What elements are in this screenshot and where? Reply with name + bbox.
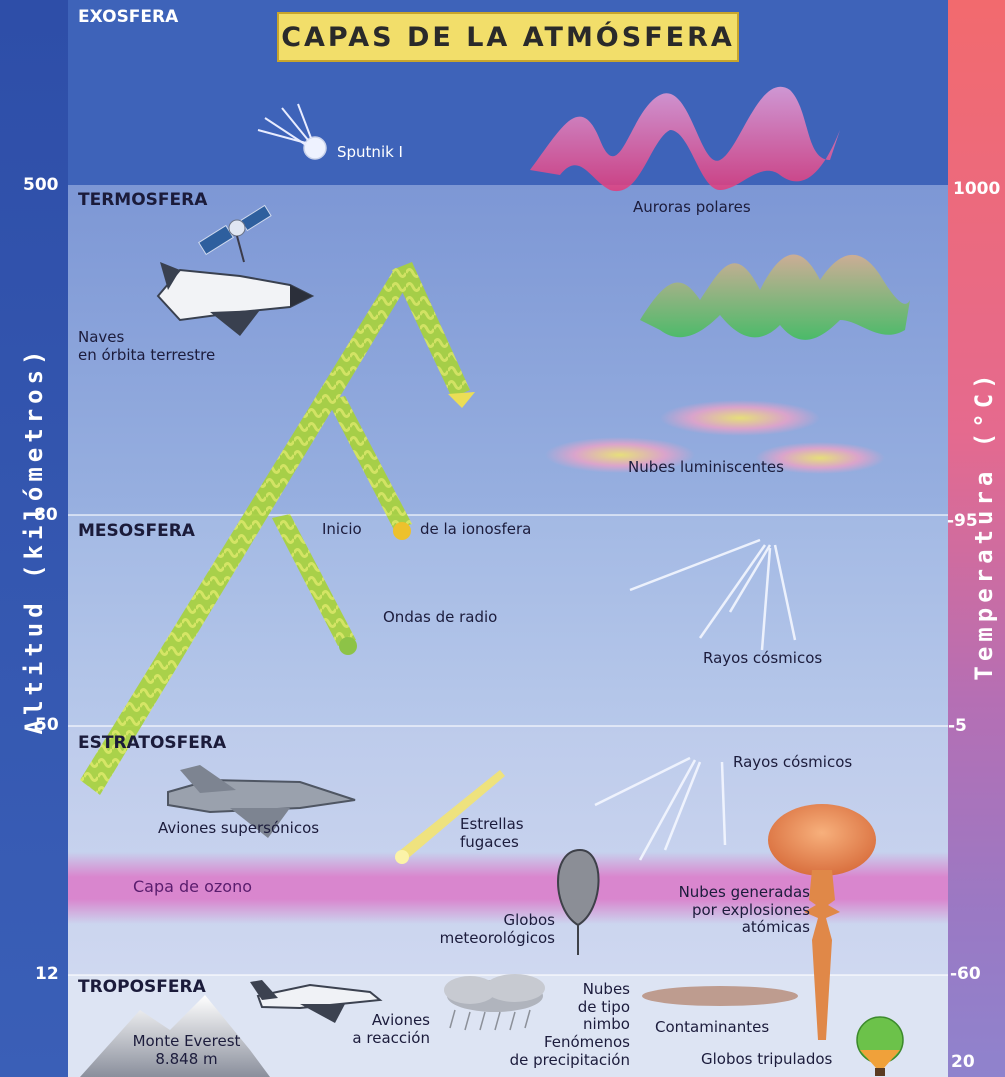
label-shooting-stars: Estrellas fugaces xyxy=(460,815,524,851)
temperature-tick: -95 xyxy=(947,511,978,531)
altitude-tick: 12 xyxy=(35,964,59,984)
label-line: Monte Everest xyxy=(132,1032,241,1050)
label-ionosphere-start: Inicio xyxy=(322,520,362,538)
diagram-title-text: CAPAS DE LA ATMÓSFERA xyxy=(281,21,735,53)
label-supersonic-planes: Aviones supersónicos xyxy=(158,819,320,837)
label-cosmic-rays-meso: Rayos cósmicos xyxy=(703,649,823,667)
altitude-tick: 80 xyxy=(34,505,58,525)
label-nimbus-precipitation: Nubes de tipo nimbo Fenómenos de precipi… xyxy=(450,980,630,1069)
label-ionosphere: de la ionosfera xyxy=(420,520,532,538)
layer-name-mesosphere: MESOSFERA xyxy=(78,521,195,541)
diagram-title: CAPAS DE LA ATMÓSFERA xyxy=(277,12,739,62)
label-weather-balloons: Globos meteorológicos xyxy=(400,911,555,947)
altitude-tick: 50 xyxy=(35,715,59,735)
label-orbital-ships: Naves en órbita terrestre xyxy=(78,328,216,364)
altitude-scale-bar xyxy=(0,0,68,1077)
label-line: Estrellas xyxy=(460,815,524,833)
label-line: Nubes xyxy=(582,980,630,998)
label-line: de precipitación xyxy=(509,1050,630,1069)
label-cosmic-rays-strato: Rayos cósmicos xyxy=(733,753,853,771)
temperature-scale-bar xyxy=(948,0,1005,1077)
altitude-tick: 500 xyxy=(23,175,59,195)
label-atomic-clouds: Nubes generadas por explosiones atómicas xyxy=(620,883,810,937)
label-mount-everest: Monte Everest 8.848 m xyxy=(104,1032,269,1068)
label-auroras: Auroras polares xyxy=(633,198,751,216)
layer-name-troposphere: TROPOSFERA xyxy=(78,977,206,997)
label-line: de tipo xyxy=(577,997,630,1016)
label-line: Naves xyxy=(78,328,125,346)
label-luminescent-clouds: Nubes luminiscentes xyxy=(628,458,784,476)
temperature-tick: 1000 xyxy=(953,179,1001,199)
label-line: por explosiones xyxy=(691,900,810,919)
mesosphere-band xyxy=(68,515,948,726)
layer-divider xyxy=(68,974,948,976)
label-line: a reacción xyxy=(352,1028,430,1047)
label-ozone-layer: Capa de ozono xyxy=(133,877,253,896)
label-line: Nubes generadas xyxy=(678,883,810,901)
altitude-axis-label: Altitud (kilómetros) xyxy=(20,345,48,735)
label-jet-planes: Aviones a reacción xyxy=(320,1011,430,1047)
label-line: Fenómenos xyxy=(543,1033,630,1052)
label-pollutants: Contaminantes xyxy=(655,1018,770,1036)
label-line: 8.848 m xyxy=(155,1049,218,1068)
label-line: en órbita terrestre xyxy=(78,345,216,364)
label-radio-waves: Ondas de radio xyxy=(383,608,498,626)
label-sputnik: Sputnik I xyxy=(337,143,403,161)
temperature-tick: -5 xyxy=(948,716,967,736)
layer-divider xyxy=(68,725,948,727)
layer-name-thermosphere: TERMOSFERA xyxy=(78,190,208,210)
temperature-tick: -60 xyxy=(950,964,981,984)
label-line: Globos xyxy=(503,911,555,929)
layer-divider xyxy=(68,514,948,516)
layer-name-exosphere: EXOSFERA xyxy=(78,7,179,27)
label-line: Aviones xyxy=(371,1011,430,1029)
label-manned-balloons: Globos tripulados xyxy=(701,1050,833,1068)
temperature-tick: 20 xyxy=(951,1052,975,1072)
label-line: fugaces xyxy=(460,832,519,851)
label-line: nimbo xyxy=(583,1015,630,1034)
label-line: atómicas xyxy=(741,918,810,937)
layer-name-stratosphere: ESTRATOSFERA xyxy=(78,733,227,753)
label-line: meteorológicos xyxy=(439,928,555,947)
